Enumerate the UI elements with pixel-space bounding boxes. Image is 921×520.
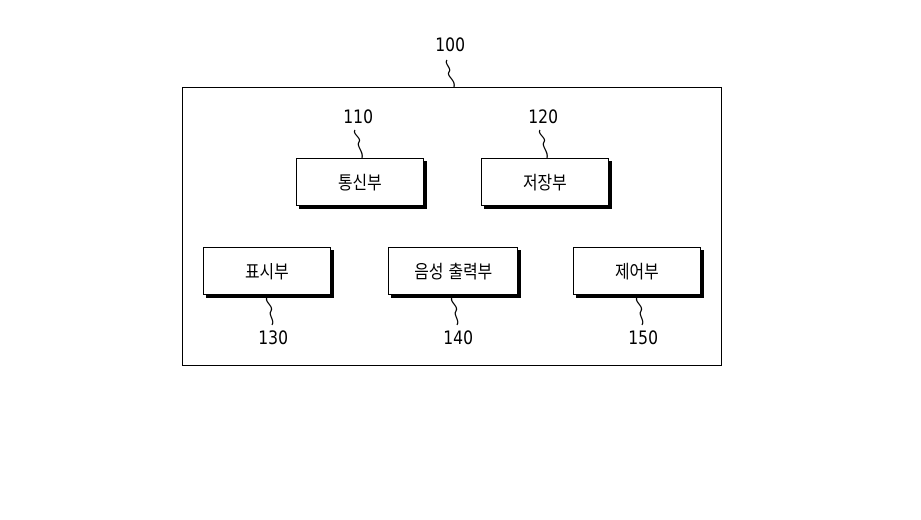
audio-output-unit-reference: 140	[443, 327, 474, 349]
leader-line-130	[265, 296, 274, 326]
storage-unit-label: 저장부	[523, 173, 567, 194]
storage-unit-box: 저장부	[481, 158, 609, 206]
leader-line-140	[450, 296, 459, 326]
communication-unit-reference: 110	[343, 106, 374, 128]
communication-unit-label: 통신부	[338, 173, 382, 194]
storage-unit-reference: 120	[528, 106, 559, 128]
audio-output-unit-label: 음성 출력부	[414, 262, 492, 283]
leader-line-100	[445, 59, 455, 88]
leader-line-150	[635, 296, 644, 326]
display-unit-label: 표시부	[245, 262, 289, 283]
communication-unit-box: 통신부	[296, 158, 424, 206]
leader-line-120	[538, 129, 548, 159]
display-unit-box: 표시부	[203, 247, 331, 295]
system-reference-number: 100	[435, 34, 466, 56]
audio-output-unit-box: 음성 출력부	[388, 247, 518, 295]
control-unit-reference: 150	[628, 327, 659, 349]
control-unit-label: 제어부	[615, 262, 659, 283]
control-unit-box: 제어부	[573, 247, 701, 295]
system-enclosure	[182, 87, 722, 366]
leader-line-110	[353, 129, 363, 159]
display-unit-reference: 130	[258, 327, 289, 349]
